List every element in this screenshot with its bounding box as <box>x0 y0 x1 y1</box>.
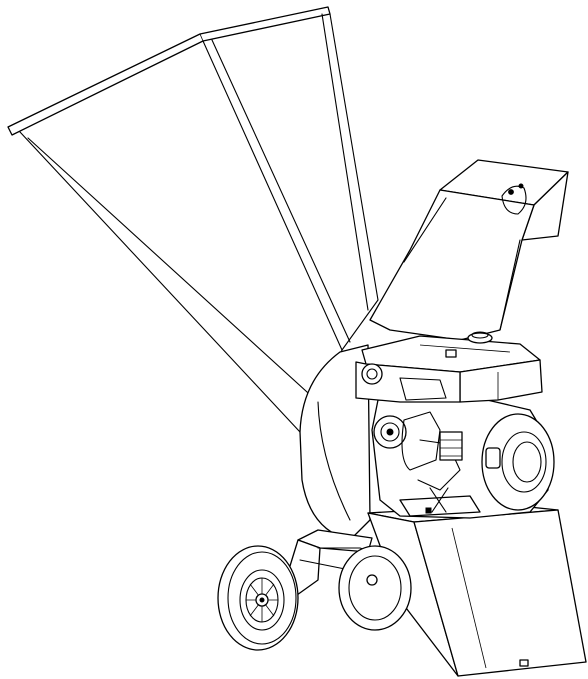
mount-bolt <box>425 507 432 514</box>
hopper-center-ridge <box>202 40 343 351</box>
wheel-icon <box>217 545 299 651</box>
hopper-center-ridge-2 <box>211 39 351 343</box>
rear-wheel-hub <box>366 574 378 586</box>
rear-wheel-tire <box>338 545 412 631</box>
wheel-icon-rear <box>338 545 412 631</box>
hopper-inner-left <box>27 137 319 403</box>
cylinder-block <box>439 431 463 461</box>
chute-deflector <box>501 185 527 215</box>
hopper-left-wall <box>19 131 301 433</box>
deflector-bolt-2 <box>518 183 524 189</box>
muffler-outlet <box>361 363 383 385</box>
stand-foot <box>519 659 529 667</box>
hopper-icon <box>7 6 379 433</box>
starter-hub <box>512 441 542 483</box>
chute-body <box>369 189 535 341</box>
deflector-bolt <box>508 189 514 195</box>
front-wheel-rim <box>239 569 285 631</box>
handle-frame-icon <box>281 529 373 601</box>
choke-lever <box>445 349 457 358</box>
starter-handle <box>485 447 501 469</box>
carburettor-linkage <box>401 411 441 471</box>
engine-mount-plate <box>399 495 481 517</box>
hopper-right-wall-2 <box>321 13 369 311</box>
hopper-right-wall <box>329 13 379 301</box>
discharge-chute-icon <box>369 159 569 341</box>
hopper-rim <box>7 6 331 136</box>
engine-icon <box>355 331 555 519</box>
recoil-starter-cover <box>481 413 555 511</box>
